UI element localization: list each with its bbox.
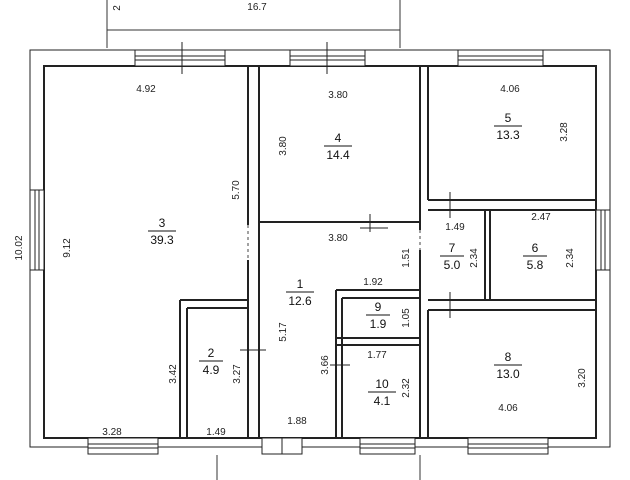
dim-r3-right: 5.70: [231, 180, 242, 200]
door-ticks: [181, 42, 451, 366]
room-5-area: 13.3: [496, 128, 520, 142]
room-9-number: 9: [375, 300, 382, 314]
dim-r2-bottom: 1.49: [206, 427, 226, 438]
overall-height-label: 10.02: [14, 235, 25, 260]
room-5-number: 5: [505, 111, 512, 125]
room-labels: 3 39.3 4 14.4 5 13.3 7 5.0 6 5.8 1 12.6 …: [148, 111, 547, 408]
room-7-number: 7: [449, 241, 456, 255]
dim-r10-right: 2.32: [401, 378, 412, 398]
room-10-number: 10: [375, 377, 389, 391]
dim-r10-left: 3.66: [320, 355, 331, 375]
dim-r3-top: 4.92: [136, 84, 156, 95]
dim-r7-left: 1.51: [401, 248, 412, 268]
dim-r4-bottom: 3.80: [328, 233, 348, 244]
dim-r9-top: 1.92: [363, 277, 383, 288]
room-10-area: 4.1: [374, 394, 391, 408]
dim-r10-top: 1.77: [367, 350, 387, 361]
dimension-labels-vertical: 10.02 9.12 5.70 3.80 3.28 1.51 2.34 2.34…: [14, 122, 588, 398]
room-8-area: 13.0: [496, 367, 520, 381]
room-3-area: 39.3: [150, 233, 174, 247]
overall-width-label: 16.7: [247, 2, 267, 13]
dim-r6-right: 2.34: [565, 248, 576, 268]
room-1-number: 1: [297, 277, 304, 291]
room-6-area: 5.8: [527, 258, 544, 272]
interior-walls: [179, 66, 596, 438]
dim-r2-right: 3.27: [232, 364, 243, 384]
dim-r1-bottom: 1.88: [287, 416, 307, 427]
dim-r8-bottom: 4.06: [498, 403, 518, 414]
dim-r5-top: 4.06: [500, 84, 520, 95]
room-9-area: 1.9: [370, 317, 387, 331]
dim-r8-right: 3.20: [577, 368, 588, 388]
room-2-area: 4.9: [203, 363, 220, 377]
dim-r4-left: 3.80: [278, 136, 289, 156]
room-3-number: 3: [159, 216, 166, 230]
dim-r3-left: 9.12: [62, 238, 73, 258]
dim-r7-top: 1.49: [445, 222, 465, 233]
room-4-area: 14.4: [326, 148, 350, 162]
windows: [29, 49, 611, 455]
room-6-number: 6: [532, 241, 539, 255]
room-8-number: 8: [505, 350, 512, 364]
dim-r3-bottom: 3.28: [102, 427, 122, 438]
dim-r2-left: 3.42: [168, 364, 179, 384]
outer-walls: [29, 49, 611, 448]
room-2-number: 2: [208, 346, 215, 360]
dimension-labels-horizontal: 4.92 3.80 4.06 1.49 2.47 3.80 1.92 1.77 …: [102, 84, 551, 438]
top-left-cut-label: 2: [112, 5, 123, 11]
room-7-area: 5.0: [444, 258, 461, 272]
room-1-area: 12.6: [288, 294, 312, 308]
top-extension-lines: [106, 0, 421, 480]
dim-r9-right: 1.05: [401, 308, 412, 328]
dim-r7-right: 2.34: [469, 248, 480, 268]
dim-r6-top: 2.47: [531, 212, 551, 223]
room-4-number: 4: [335, 131, 342, 145]
dim-r4-top: 3.80: [328, 90, 348, 101]
dim-r1-right: 5.17: [278, 322, 289, 342]
dim-r5-right: 3.28: [559, 122, 570, 142]
